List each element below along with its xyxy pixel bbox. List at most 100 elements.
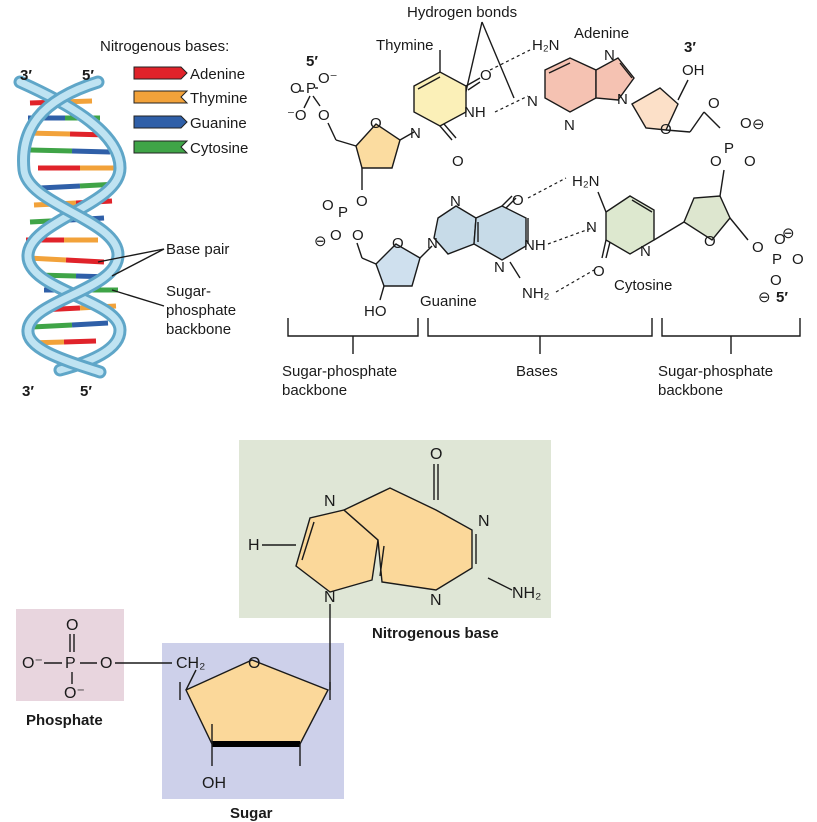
atom-n: N bbox=[410, 125, 421, 142]
legend-label: Cytosine bbox=[190, 140, 248, 157]
atom-o: O bbox=[452, 153, 464, 170]
atom-o: O bbox=[512, 192, 524, 209]
phosphate-mid-left: P O ⊖ O O bbox=[314, 197, 377, 265]
phosphate-top-left: P O O⁻ ⁻O O bbox=[287, 70, 357, 147]
section-left-backbone-line1: Sugar-phosphate bbox=[282, 363, 397, 380]
atom-o-minus: O⁻ bbox=[22, 655, 43, 672]
phosphate-top-right: O P O ⊖ O O bbox=[708, 95, 765, 170]
end-3-right: 3′ bbox=[684, 39, 696, 56]
phosphate-box bbox=[16, 609, 124, 701]
atom-o: O bbox=[704, 233, 716, 250]
atom-n: N bbox=[494, 259, 505, 276]
thymine-ring: N NH O O Thymine bbox=[376, 37, 492, 170]
atom-oh: OH bbox=[682, 62, 705, 79]
atom-o: O bbox=[740, 115, 752, 132]
cytosine-ring: H₂N N N O Cytosine bbox=[572, 173, 685, 294]
atom-oh: OH bbox=[202, 775, 226, 792]
legend-label: Guanine bbox=[190, 115, 247, 132]
atom-o: O bbox=[392, 235, 404, 252]
atom-n: N bbox=[478, 513, 490, 530]
sugar-thymine: O O bbox=[355, 115, 415, 210]
helix-end-bottom-right: 5′ bbox=[80, 383, 92, 400]
legend-item-thymine: Thymine bbox=[133, 90, 248, 107]
atom-o: O bbox=[352, 227, 364, 244]
atom-n: N bbox=[324, 589, 336, 606]
atom-p: P bbox=[306, 80, 316, 97]
atom-n: N bbox=[427, 235, 438, 252]
atom-p: P bbox=[338, 204, 348, 221]
base-pair-structure: Hydrogen bonds 5′ 3′ P O O⁻ ⁻O O O O bbox=[282, 4, 804, 399]
atom-n: N bbox=[564, 117, 575, 134]
thymine-label: Thymine bbox=[376, 37, 434, 54]
atom-p: P bbox=[772, 251, 782, 268]
section-left-backbone-line2: backbone bbox=[282, 382, 347, 399]
double-helix: 3′ 5′ 3′ 5′ Base pair Sugar- phosphate b… bbox=[13, 67, 236, 400]
phosphate-group: O P O⁻ O O⁻ Phosphate bbox=[22, 617, 172, 729]
backbone-label-line1: Sugar- bbox=[166, 283, 211, 300]
atom-minus: ⊖ bbox=[752, 116, 765, 133]
atom-minus: ⊖ bbox=[314, 233, 327, 250]
atom-n: N bbox=[527, 93, 538, 110]
sugar-cytosine: O bbox=[683, 169, 749, 250]
atom-p: P bbox=[724, 140, 734, 157]
atom-o: O bbox=[330, 227, 342, 244]
sugar-adenine: O OH bbox=[631, 62, 721, 138]
phosphate-bottom-right: O P ⊖ O O O ⊖ 5′ bbox=[752, 225, 804, 306]
adenine-label: Adenine bbox=[574, 25, 629, 42]
cytosine-label: Cytosine bbox=[614, 277, 672, 294]
hydrogen-bonds-label: Hydrogen bonds bbox=[407, 4, 517, 21]
legend-label: Adenine bbox=[190, 66, 245, 83]
atom-o: O bbox=[708, 95, 720, 112]
legend-title: Nitrogenous bases: bbox=[100, 38, 229, 55]
atom-o: O bbox=[356, 193, 368, 210]
atom-o: O bbox=[370, 115, 382, 132]
legend-label: Thymine bbox=[190, 90, 248, 107]
atom-o: O bbox=[744, 153, 756, 170]
end-5-left: 5′ bbox=[306, 53, 318, 70]
atom-o: O bbox=[593, 263, 605, 280]
helix-end-top-right: 5′ bbox=[82, 67, 94, 84]
atom-o: O bbox=[100, 655, 112, 672]
helix-end-bottom-left: 3′ bbox=[22, 383, 34, 400]
atom-n: N bbox=[430, 592, 442, 609]
atom-o: O bbox=[774, 231, 786, 248]
atom-p: P bbox=[65, 655, 76, 672]
helix-end-top-left: 3′ bbox=[20, 67, 32, 84]
base-pair-label: Base pair bbox=[166, 241, 229, 258]
atom-minus-o: ⁻O bbox=[287, 107, 307, 124]
atom-n: N bbox=[586, 219, 597, 236]
atom-nh2: NH₂ bbox=[512, 585, 541, 602]
atom-nh: NH bbox=[464, 104, 486, 121]
atom-h2n: H₂N bbox=[532, 37, 560, 54]
section-right-backbone-line1: Sugar-phosphate bbox=[658, 363, 773, 380]
section-brackets: Sugar-phosphate backbone Bases Sugar-pho… bbox=[282, 318, 801, 399]
section-right-backbone-line2: backbone bbox=[658, 382, 723, 399]
nucleotide: O P O⁻ O O⁻ Phosphate CH₂ O OH bbox=[16, 440, 551, 822]
atom-minus: ⊖ bbox=[782, 225, 795, 242]
atom-h: H bbox=[248, 537, 260, 554]
atom-o: O bbox=[770, 272, 782, 289]
atom-nh: NH bbox=[524, 237, 546, 254]
adenine-ring: Adenine H₂N N N N N bbox=[527, 25, 635, 134]
atom-o: O bbox=[248, 655, 260, 672]
atom-minus: ⊖ bbox=[758, 289, 771, 306]
guanine-ring: N N N NH O NH₂ Guanine bbox=[420, 192, 550, 310]
legend-item-adenine: Adenine bbox=[133, 66, 245, 83]
atom-n: N bbox=[617, 91, 628, 108]
atom-o: O bbox=[322, 197, 334, 214]
atom-nh2: NH₂ bbox=[522, 285, 550, 302]
phosphate-label: Phosphate bbox=[26, 712, 103, 729]
atom-ch2: CH₂ bbox=[176, 655, 205, 672]
atom-n: N bbox=[450, 193, 461, 210]
bases-legend: Nitrogenous bases: Adenine Thymine Guani… bbox=[100, 38, 248, 157]
sugar-ring: CH₂ O OH Sugar bbox=[176, 604, 331, 822]
sugar-guanine: O HO bbox=[364, 235, 433, 320]
end-5-right: 5′ bbox=[776, 289, 788, 306]
atom-o: O bbox=[752, 239, 764, 256]
atom-o: O bbox=[660, 121, 672, 138]
nitrogenous-base-label: Nitrogenous base bbox=[372, 625, 499, 642]
purine-base: N N H O N N NH₂ Nitrogenous base bbox=[248, 446, 541, 642]
atom-o: O bbox=[290, 80, 302, 97]
legend-item-cytosine: Cytosine bbox=[133, 140, 248, 157]
